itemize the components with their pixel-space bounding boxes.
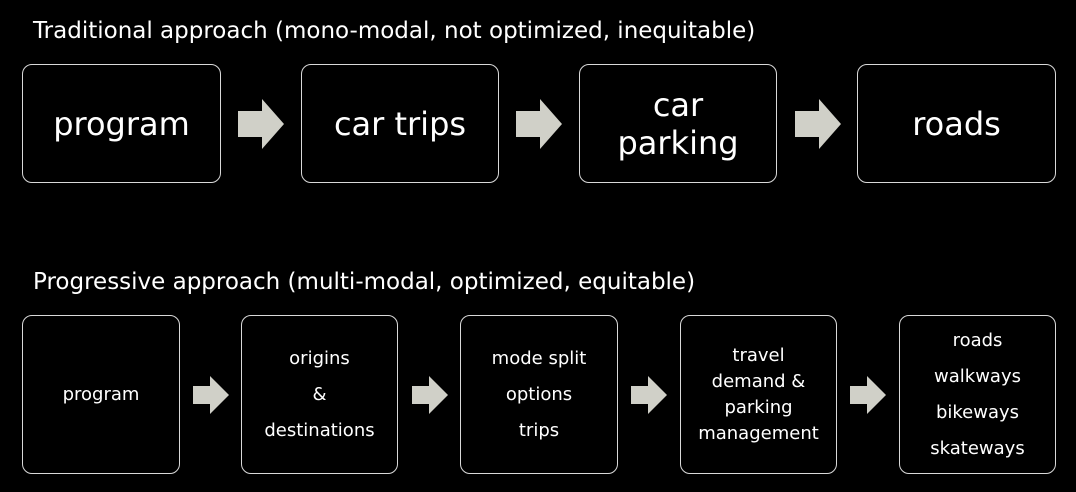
step-label-line-3: bikeways <box>935 401 1020 423</box>
traditional-step-car-parking: car parking <box>579 64 777 183</box>
progressive-step-roads-walkways: roads walkways bikeways skateways <box>899 315 1056 474</box>
step-label-line-2: walkways <box>934 365 1021 387</box>
step-label-line-2: parking <box>617 123 739 162</box>
step-label-line-2: demand & <box>711 370 806 392</box>
right-arrow-icon <box>516 99 562 149</box>
step-label-line-3: destinations <box>264 419 375 441</box>
traditional-step-program: program <box>22 64 221 183</box>
right-arrow-icon <box>193 376 229 414</box>
step-label-line-1: roads <box>952 329 1003 351</box>
step-label: program <box>62 383 140 405</box>
step-label: car trips <box>333 104 467 143</box>
step-label-line-1: car <box>652 85 704 124</box>
progressive-title: Progressive approach (multi-modal, optim… <box>33 269 696 295</box>
traditional-step-roads: roads <box>857 64 1056 183</box>
right-arrow-icon <box>238 99 284 149</box>
step-label-line-2: & <box>312 383 327 405</box>
right-arrow-icon <box>412 376 448 414</box>
step-label-line-4: skateways <box>930 437 1025 459</box>
step-label-line-1: mode split <box>491 347 587 369</box>
traditional-step-car-trips: car trips <box>301 64 499 183</box>
step-label-line-4: management <box>698 422 819 444</box>
step-label-line-3: trips <box>518 419 560 441</box>
progressive-step-origins-destinations: origins & destinations <box>241 315 398 474</box>
right-arrow-icon <box>631 376 667 414</box>
step-label-line-1: travel <box>732 344 785 366</box>
progressive-step-program: program <box>22 315 180 474</box>
progressive-step-mode-split: mode split options trips <box>460 315 618 474</box>
step-label-line-1: origins <box>289 347 350 369</box>
right-arrow-icon <box>850 376 886 414</box>
progressive-step-travel-demand: travel demand & parking management <box>680 315 837 474</box>
traditional-title: Traditional approach (mono-modal, not op… <box>33 18 756 44</box>
step-label: program <box>53 104 190 143</box>
step-label-line-2: options <box>505 383 573 405</box>
right-arrow-icon <box>795 99 841 149</box>
step-label: roads <box>912 104 1001 143</box>
step-label-line-3: parking <box>724 396 793 418</box>
